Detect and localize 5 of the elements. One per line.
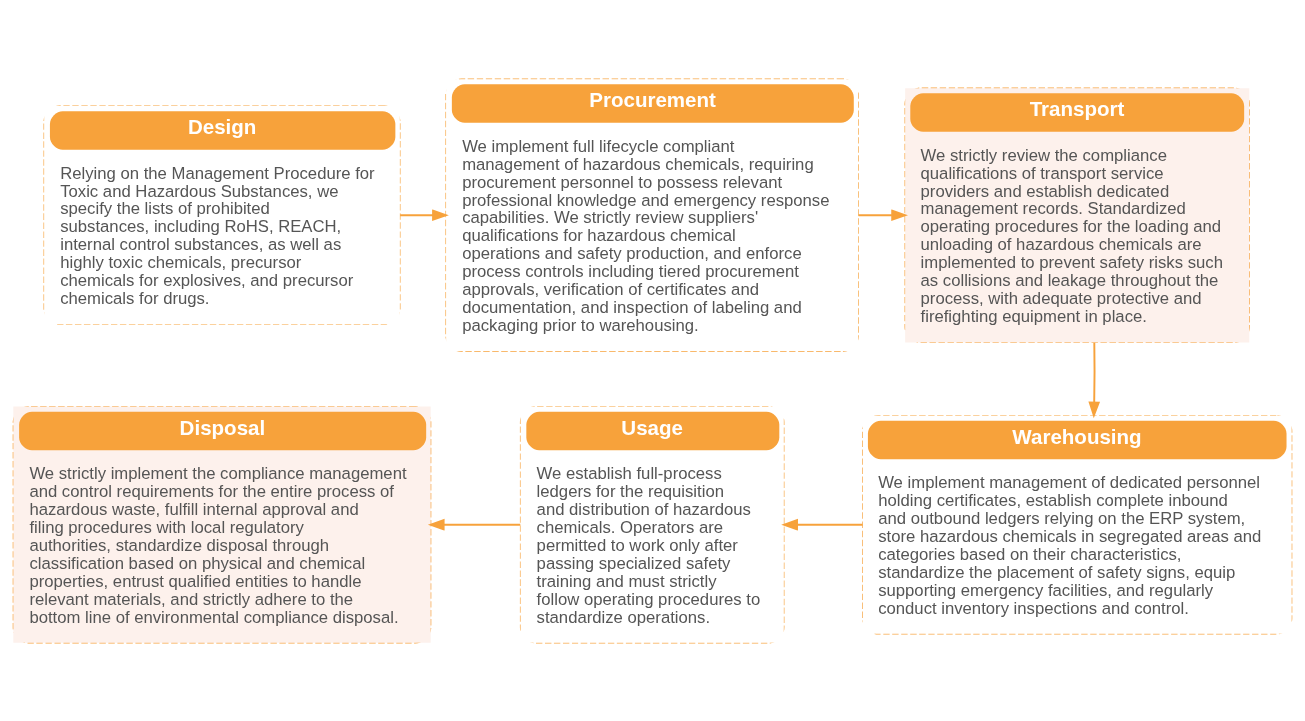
arrow <box>857 208 908 221</box>
arrow <box>781 518 864 531</box>
arrow <box>1088 341 1101 418</box>
arrow <box>427 518 522 531</box>
arrow <box>399 208 449 221</box>
